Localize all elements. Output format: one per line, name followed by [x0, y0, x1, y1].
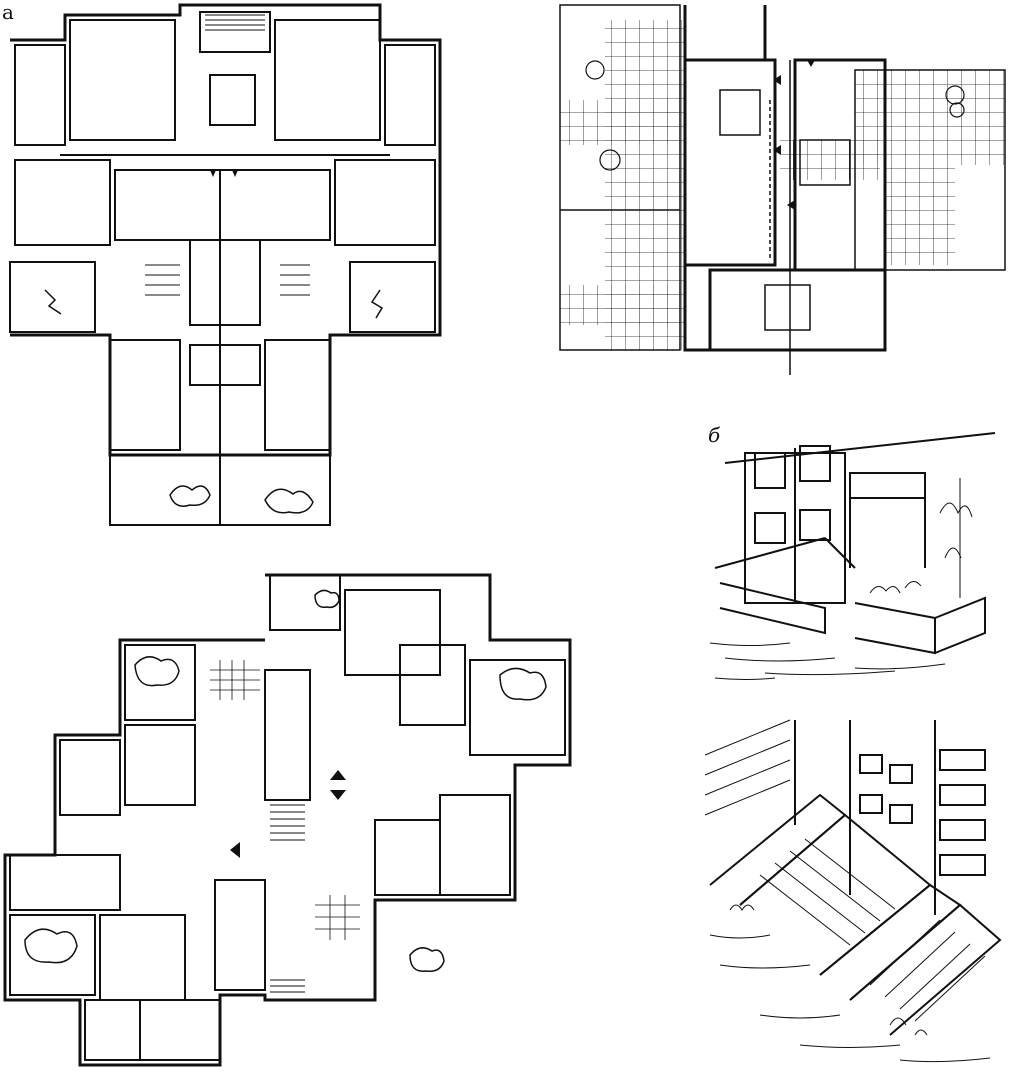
perspective-sketch-courtyard [709, 432, 996, 680]
floor-plan-bottom-left [3, 573, 572, 1067]
figure-label-a: а [2, 0, 14, 24]
floor-plan-top-right [559, 4, 1006, 375]
floor-plan-top-left [9, 3, 442, 526]
perspective-sketch-terraces [704, 719, 1002, 1063]
figure-label-b: б [708, 423, 721, 447]
